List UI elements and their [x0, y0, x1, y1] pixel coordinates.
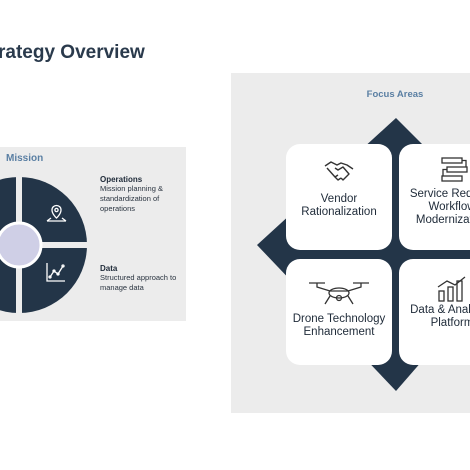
card-label-drone: Drone Technology Enhancement: [292, 313, 386, 338]
mission-title: Mission: [6, 153, 44, 164]
focus-card-vendor: Vendor Rationalization: [286, 144, 392, 250]
card-label-vendor: Vendor Rationalization: [301, 193, 377, 218]
ring-center: [0, 221, 43, 269]
focus-card-drone: Drone Technology Enhancement: [286, 259, 392, 365]
workflow-icon: [441, 157, 468, 182]
mission-panel: Mission Operations Mission planning & st…: [0, 147, 186, 321]
card-label-data-analytics: Data & Analytics Platform: [410, 304, 470, 329]
data-heading: Data: [100, 264, 118, 273]
focus-card-data-analytics: Data & Analytics Platform: [399, 259, 470, 365]
handshake-icon: [324, 161, 354, 181]
mission-ring-diagram: [0, 175, 100, 315]
operations-heading: Operations: [100, 175, 143, 184]
focus-areas-panel: Focus Areas Vendor Rationalization Servi…: [231, 73, 470, 413]
focus-areas-title: Focus Areas: [366, 89, 424, 100]
data-description: Structured approach to manage data: [100, 273, 177, 292]
drone-icon: [309, 282, 369, 305]
analytics-chart-icon: [437, 276, 466, 302]
line-chart-icon: [46, 263, 65, 282]
card-label-service-request: Service Request Workflow Modernization: [409, 188, 470, 226]
page-title: rategy Overview: [0, 42, 145, 63]
ring-separator-horizontal: [0, 242, 100, 248]
location-pin-icon: [46, 204, 67, 222]
focus-card-service-request: Service Request Workflow Modernization: [399, 144, 470, 250]
operations-description: Mission planning & standardization of op…: [100, 184, 163, 213]
